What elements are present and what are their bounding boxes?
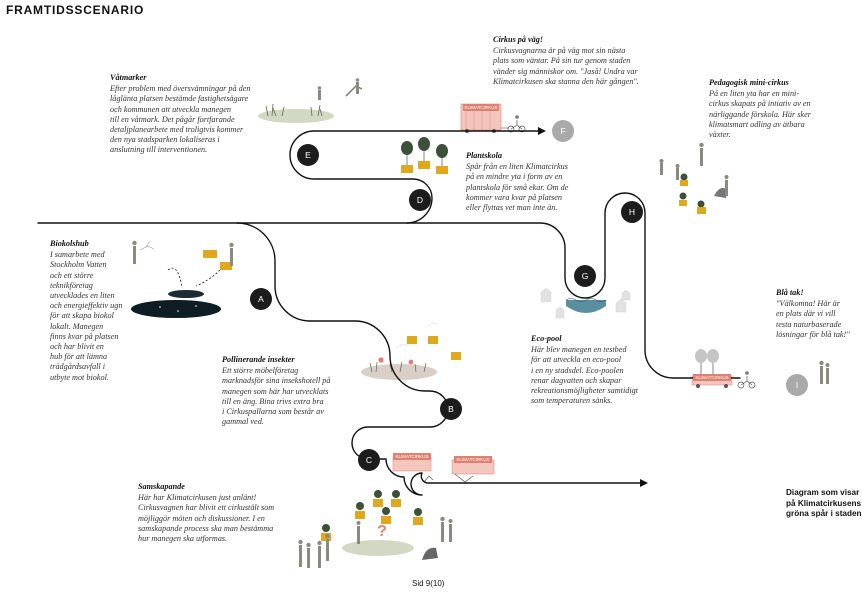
- svg-text:KLIMATCIRKUS: KLIMATCIRKUS: [465, 105, 498, 110]
- path-arrowhead: [640, 479, 648, 487]
- path-node-label: I: [796, 380, 798, 390]
- wetland-illustration: [258, 78, 363, 123]
- section-heading: Biokolshub: [50, 239, 89, 248]
- path-node-label: C: [366, 455, 372, 465]
- path-node-circle: [552, 120, 574, 142]
- path-node-e: E: [297, 144, 319, 166]
- section-biokolshub: Biokolshub I samarbete med Stockholm Vat…: [50, 239, 130, 383]
- eco-pool-illustration: [540, 287, 631, 319]
- svg-text:KLIMATCIRKUS: KLIMATCIRKUS: [457, 457, 490, 462]
- section-body: Här blev manegen en testbed för att utve…: [531, 345, 638, 406]
- section-heading: Pedagogisk mini-cirkus: [709, 78, 789, 87]
- section-body: Cirkusvagnarna är på väg mot sin nästa p…: [493, 46, 639, 86]
- pollinator-meadow-illustration: [361, 322, 461, 380]
- path-node-i: I: [786, 374, 808, 396]
- path-node-circle: [574, 265, 596, 287]
- page-number: Sid 9(10): [412, 579, 445, 588]
- section-body: Spår från en liten Klimatcirkus på en mi…: [466, 162, 569, 213]
- path-node-circle: [358, 449, 380, 471]
- section-heading: Plantskola: [466, 151, 502, 160]
- klimatcirkus-sign-4: KLIMATCIRKUS: [693, 374, 731, 381]
- path-node-circle: [297, 144, 319, 166]
- section-heading: Eco-pool: [531, 334, 562, 343]
- section-body: "Välkomna! Här är en plats där vi vill t…: [776, 299, 850, 339]
- path-node-label: D: [417, 195, 423, 205]
- path-node-label: H: [629, 207, 635, 217]
- section-eco-pool: Eco-pool Här blev manegen en testbed för…: [531, 334, 671, 406]
- section-heading: Pollinerande insekter: [222, 355, 295, 364]
- mini-circus-illustration: [659, 142, 729, 214]
- path-node-label: E: [305, 150, 311, 160]
- svg-text:KLIMATCIRKUS: KLIMATCIRKUS: [396, 454, 429, 459]
- path-node-circle: [786, 374, 808, 396]
- co-creation-illustration: [298, 456, 495, 568]
- section-body: På en liten yta har en mini- cirkus skap…: [709, 89, 811, 140]
- section-bla-tak: Blå tak! "Välkomna! Här är en plats där …: [776, 288, 861, 340]
- path-node-c: C: [358, 449, 380, 471]
- section-heading: Våtmarker: [110, 73, 147, 82]
- circus-wagon-i-illustration: [691, 349, 830, 389]
- path-node-circle: [409, 189, 431, 211]
- path-node-h: H: [621, 201, 643, 223]
- klimatcirkus-sign-3: KLIMATCIRKUS: [454, 456, 492, 463]
- question-mark: ?: [377, 523, 387, 540]
- path-node-d: D: [409, 189, 431, 211]
- path-node-circle: [250, 288, 272, 310]
- path-node-g: G: [574, 265, 596, 287]
- path-node-circle: [621, 201, 643, 223]
- scenario-path-upper: [236, 192, 741, 379]
- path-arrowhead-f: [538, 127, 546, 135]
- section-heading: Cirkus på väg!: [493, 35, 544, 44]
- potted-plants: [321, 490, 423, 541]
- path-node-f: F: [552, 120, 574, 142]
- svg-text:KLIMATCIRKUS: KLIMATCIRKUS: [696, 375, 729, 380]
- section-heading: Samskapande: [138, 482, 185, 491]
- path-node-label: G: [582, 271, 589, 281]
- diagram-caption: Diagram som visar på Klimatcirkusens grö…: [786, 488, 862, 518]
- page-title: FRAMTIDSSCENARIO: [6, 3, 145, 17]
- section-plantskola: Plantskola Spår från en liten Klimatcirk…: [466, 151, 596, 213]
- section-body: I samarbete med Stockholm Vatten och ett…: [50, 250, 123, 382]
- scenario-path-d-e: [289, 130, 541, 224]
- path-node-circle: [440, 398, 462, 420]
- section-body: Ett större möbelföretag marknadsför sina…: [222, 366, 331, 427]
- klimatcirkus-sign-2: KLIMATCIRKUS: [393, 453, 431, 460]
- node-layer: A B C D E F G H I: [250, 120, 808, 471]
- section-heading: Blå tak!: [776, 288, 804, 297]
- path-node-label: B: [448, 404, 454, 414]
- klimatcirkus-sign-1: KLIMATCIRKUS: [463, 104, 499, 111]
- section-pedagogisk: Pedagogisk mini-cirkus På en liten yta h…: [709, 78, 859, 140]
- section-body: Efter problem med översvämningar på den …: [110, 84, 251, 155]
- path-node-a: A: [250, 288, 272, 310]
- section-pollinerande: Pollinerande insekter Ett större möbelfö…: [222, 355, 367, 427]
- plant-nursery-illustration: [401, 137, 448, 174]
- biochar-hub-illustration: [131, 240, 234, 318]
- path-node-b: B: [440, 398, 462, 420]
- section-cirkus-pa-vag: Cirkus på väg! Cirkusvagnarna är på väg …: [493, 35, 663, 87]
- section-vatmarker: Våtmarker Efter problem med översvämning…: [110, 73, 270, 156]
- section-body: Här har Klimatcirkusen just anlänt! Cirk…: [138, 493, 275, 544]
- path-node-label: F: [560, 126, 565, 136]
- path-node-label: A: [258, 294, 264, 304]
- section-samskapande: Samskapande Här har Klimatcirkusen just …: [138, 482, 318, 544]
